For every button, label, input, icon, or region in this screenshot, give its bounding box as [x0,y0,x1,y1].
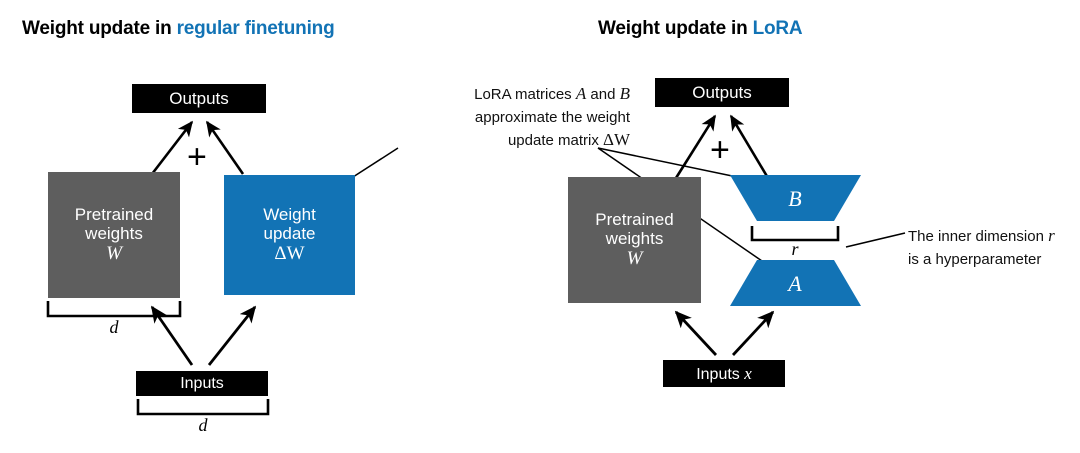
left-pretrained-symbol-w: W [106,243,122,265]
left-weight-update-symbol-delta-w: ΔW [274,243,305,265]
right-inputs-box: Inputs x [663,360,785,387]
annotation-lora-line3-delta-w: ΔW [603,130,630,150]
trapezoid-a-label: A [788,271,802,296]
left-panel-title-prefix: Weight update in [22,18,177,39]
left-arrow-pretrained-to-outputs [150,120,194,175]
right-plus-symbol: + [710,131,730,169]
annotation-inner-dimension: The inner dimension r is a hyperparamete… [908,224,1078,270]
annotation-inner-line2: is a hyperparameter [908,250,1042,268]
left-plus-symbol: + [187,138,207,176]
right-pretrained-line2: weights [605,229,664,249]
right-arrow-inputs-to-lora [731,310,775,356]
left-weight-update-line1: Weight [263,205,316,225]
left-brace-d-weights-label: d [109,317,119,337]
annotation-lora-line3-pre: update matrix [507,132,604,150]
left-brace-d-inputs [136,399,270,416]
right-outputs-label: Outputs [692,82,752,102]
left-arrow-weightupdate-to-outputs [205,120,245,175]
annotation-inner-line1-r: r [1048,226,1055,245]
annotation-lora-line1-a: A [575,84,587,103]
left-outputs-label: Outputs [169,88,229,108]
right-panel-title-accent: LoRA [752,18,803,39]
right-outputs-box: Outputs [655,78,789,107]
left-pretrained-line1: Pretrained [74,205,154,225]
left-weight-update-box: Weight update ΔW [224,175,355,295]
annotation-inner-line1-pre: The inner dimension [908,228,1049,245]
right-brace-r [750,226,840,242]
left-pretrained-weights-box: Pretrained weights W [48,172,180,298]
trapezoid-b-label: B [788,186,802,211]
right-arrow-lora-to-outputs [729,114,770,179]
left-inputs-label: Inputs [180,374,224,392]
left-pretrained-line2: weights [85,224,143,244]
right-inputs-symbol-x: x [744,363,752,383]
right-panel-title-prefix: Weight update in [598,18,753,39]
leader-line-to-weight-update-box [352,147,399,178]
right-pretrained-weights-box: Pretrained weights W [568,177,701,303]
annotation-lora-line1-b: B [619,84,630,103]
left-outputs-box: Outputs [132,84,266,113]
right-pretrained-symbol-w: W [626,248,643,270]
annotation-lora-matrices: LoRA matrices A and B approximate the we… [400,82,630,153]
right-arrow-inputs-to-pretrained [674,310,718,356]
right-inputs-label-text: Inputs [696,365,745,383]
left-brace-d-weights [46,301,182,318]
annotation-lora-line1-pre: LoRA matrices [474,86,576,103]
left-weight-update-line2: update [263,224,316,244]
left-inputs-box: Inputs [136,371,268,396]
right-brace-r-label: r [791,239,799,259]
leader-line-to-inner-dimension [845,232,906,248]
right-panel-title: Weight update in LoRA [598,18,803,40]
annotation-lora-line1-mid: and [586,86,620,103]
left-panel-title: Weight update in regular finetuning [22,18,335,40]
left-arrow-inputs-to-weightupdate [207,305,257,366]
left-brace-d-inputs-label: d [198,415,208,435]
left-panel-title-accent: regular finetuning [176,18,335,39]
left-arrow-inputs-to-pretrained [150,305,194,366]
right-pretrained-line1: Pretrained [595,210,674,230]
annotation-lora-line2: approximate the weight [474,108,630,126]
right-inputs-label: Inputs x [696,364,752,384]
